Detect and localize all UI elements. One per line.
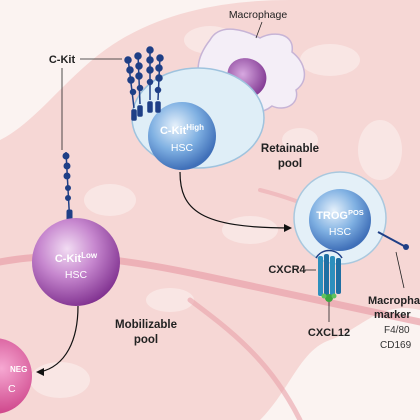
trog-hsc-label: HSC	[329, 226, 352, 238]
c-kit-low-hsc	[32, 218, 120, 306]
cd169-label: CD169	[380, 340, 412, 351]
macrophage-marker-receptor	[377, 231, 409, 289]
cxcl12-ligand	[321, 293, 337, 302]
arrow-to-neg	[39, 305, 79, 373]
macrophage-marker-label-line2: marker	[374, 309, 411, 321]
cxcr4-label: CXCR4	[268, 264, 306, 276]
c-kit-low-hsc-label: HSC	[65, 269, 88, 281]
c-kit-high-label: C-KitHigh	[160, 123, 204, 137]
c-kit-high-hsc	[148, 102, 216, 170]
f480-label: F4/80	[384, 325, 410, 336]
macrophage-marker-label-line1: Macrophag	[368, 295, 420, 307]
arrow-to-neg-head	[36, 368, 44, 376]
macrophage-label: Macrophage	[229, 9, 288, 21]
c-kit-low-label: C-KitLow	[55, 251, 98, 265]
neg-label: NEG	[10, 365, 27, 374]
trog-pos-label: TROGPOS	[316, 208, 364, 222]
neg-hsc	[0, 338, 32, 414]
c-kit-label: C-Kit	[49, 54, 76, 66]
c-kit-receptors-high	[124, 46, 164, 121]
macrophage-leader	[255, 21, 263, 39]
cxcr4-receptor	[315, 249, 343, 296]
arrow-to-trog-head	[284, 224, 292, 232]
c-kit-high-hsc-label: HSC	[171, 142, 194, 154]
mobilizable-pool-label-line2: pool	[134, 334, 158, 346]
mobilizable-pool-label-line1: Mobilizable	[115, 319, 177, 331]
arrow-to-trog	[179, 171, 291, 229]
trog-pos-niche	[293, 171, 387, 265]
neg-hsc-label: C	[8, 383, 16, 395]
cxcl12-label: CXCL12	[308, 327, 350, 339]
retainable-niche	[131, 67, 265, 170]
retainable-pool-label-line1: Retainable	[261, 143, 319, 155]
trog-pos-hsc	[309, 189, 371, 251]
retainable-pool-label-line2: pool	[278, 158, 302, 170]
